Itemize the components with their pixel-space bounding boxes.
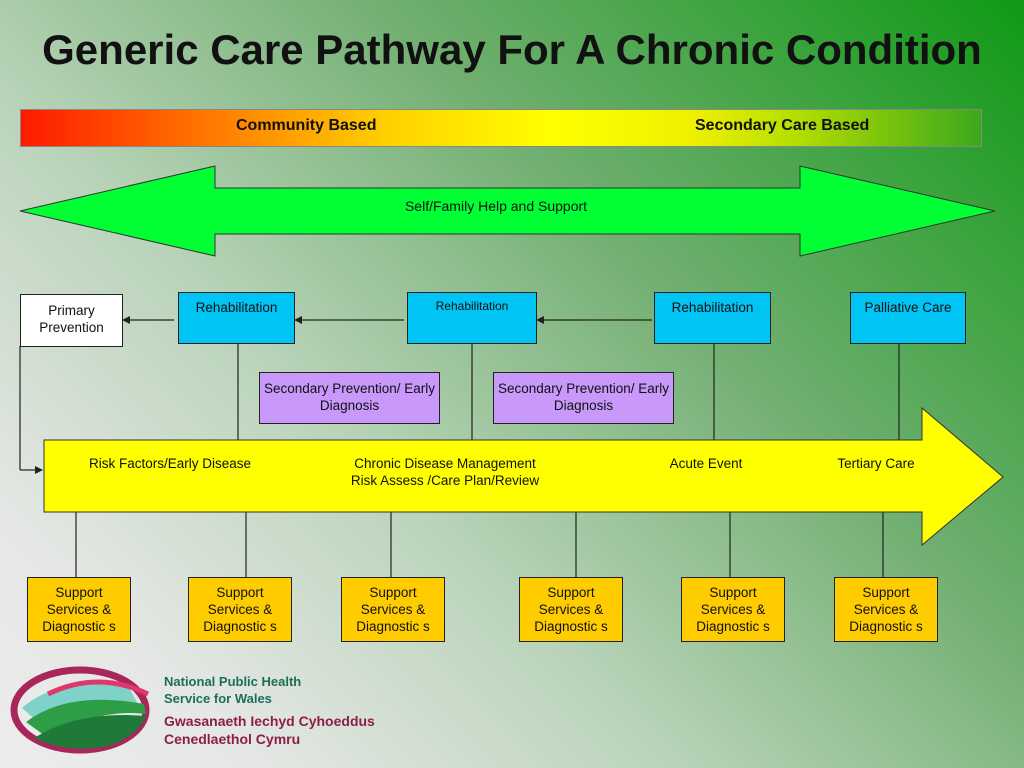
- stage-risk-assess-care-plan: Risk Assess /Care Plan/Review: [350, 473, 540, 488]
- logo-text-line1: National Public Health: [164, 674, 302, 689]
- logo-text-line2: Service for Wales: [164, 691, 272, 706]
- support-services-box-4: Support Services & Diagnostic s: [519, 577, 623, 642]
- palliative-care-box: Palliative Care: [850, 292, 966, 344]
- support-services-box-5: Support Services & Diagnostic s: [681, 577, 785, 642]
- arrowhead-rehab2: [536, 316, 544, 324]
- logo-text-line3: Gwasanaeth Iechyd Cyhoeddus: [164, 713, 375, 729]
- stage-tertiary-care: Tertiary Care: [837, 456, 915, 471]
- stage-acute-event: Acute Event: [669, 456, 743, 471]
- care-flow-arrow: [43, 406, 1004, 547]
- secondary-prevention-box-2: Secondary Prevention/ Early Diagnosis: [493, 372, 674, 424]
- community-based-label: Community Based: [236, 117, 377, 134]
- self-family-help-arrow: [19, 165, 996, 257]
- stage-chronic-disease-management: Chronic Disease Management: [354, 456, 536, 471]
- nphs-logo-icon: [10, 666, 150, 754]
- arrowhead-rehab1: [294, 316, 302, 324]
- care-setting-gradient-bar: [20, 109, 982, 147]
- support-services-box-2: Support Services & Diagnostic s: [188, 577, 292, 642]
- stage-risk-factors: Risk Factors/Early Disease: [88, 456, 252, 471]
- arrowhead-flow-entry: [35, 466, 43, 474]
- rehabilitation-box-2: Rehabilitation: [407, 292, 537, 344]
- logo-text-line4: Cenedlaethol Cymru: [164, 731, 301, 747]
- rehabilitation-box-3: Rehabilitation: [654, 292, 771, 344]
- secondary-prevention-box-1: Secondary Prevention/ Early Diagnosis: [259, 372, 440, 424]
- arrowhead-primary: [122, 316, 130, 324]
- primary-prevention-box: Primary Prevention: [20, 294, 123, 347]
- page-title: Generic Care Pathway For A Chronic Condi…: [42, 26, 982, 73]
- support-services-box-1: Support Services & Diagnostic s: [27, 577, 131, 642]
- rehabilitation-box-1: Rehabilitation: [178, 292, 295, 344]
- self-family-help-label: Self/Family Help and Support: [404, 198, 588, 214]
- secondary-care-based-label: Secondary Care Based: [695, 117, 870, 134]
- support-services-box-6: Support Services & Diagnostic s: [834, 577, 938, 642]
- support-services-box-3: Support Services & Diagnostic s: [341, 577, 445, 642]
